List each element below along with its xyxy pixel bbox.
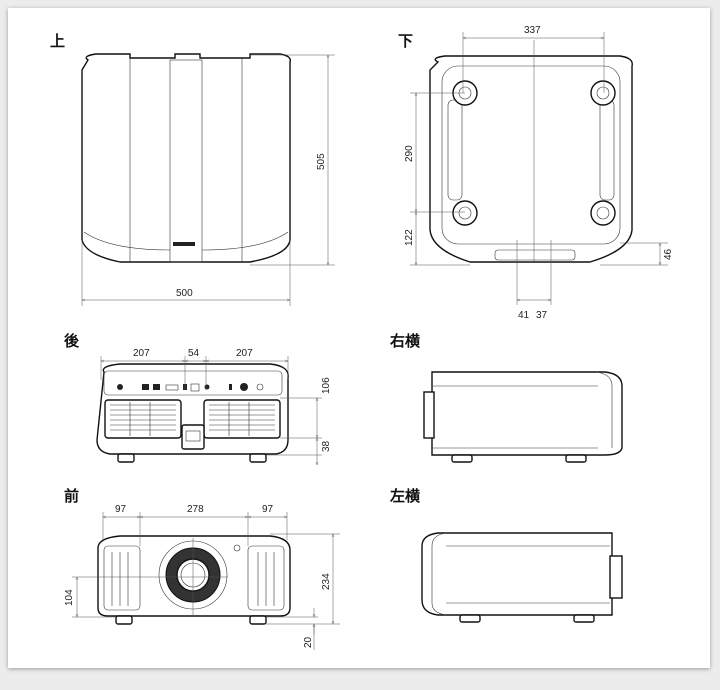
dim-front-lens: 278	[187, 504, 204, 515]
dim-front-lens-h: 104	[64, 589, 75, 606]
bottom-view: 337 290 122 46 41 37	[404, 25, 674, 321]
dim-bottom-offset-b: 37	[536, 310, 548, 321]
view-label-left: 左横	[389, 487, 421, 505]
view-label-rear: 後	[63, 332, 80, 350]
dim-bottom-offset-a: 41	[518, 310, 530, 321]
view-label-front: 前	[64, 487, 79, 505]
dim-rear-panel-h: 106	[321, 377, 332, 394]
foot-icon	[590, 200, 616, 226]
dim-front-right: 97	[262, 504, 274, 515]
dim-top-depth: 505	[316, 153, 327, 170]
dim-bottom-feet-depth: 290	[404, 145, 415, 162]
foot-icon	[452, 200, 478, 226]
front-view: 97 278 97 104 234 20	[64, 504, 340, 650]
rear-view: 207 54 207 106 38	[96, 348, 332, 465]
dim-front-foot-h: 20	[303, 636, 314, 648]
dim-bottom-feet-span: 337	[524, 25, 541, 36]
vent-left-icon	[104, 399, 182, 439]
left-side-view	[421, 532, 623, 623]
dim-bottom-rear-offset: 122	[404, 229, 415, 246]
view-label-bottom: 下	[398, 32, 413, 50]
dim-front-left: 97	[115, 504, 127, 515]
dim-bottom-step: 46	[663, 248, 674, 260]
foot-icon	[590, 80, 616, 106]
vent-right-icon	[203, 399, 281, 439]
dim-rear-base-h: 38	[321, 440, 332, 452]
dim-rear-center: 54	[188, 348, 200, 359]
dim-rear-right: 207	[236, 348, 253, 359]
dim-top-width: 500	[176, 288, 193, 299]
power-inlet-icon	[181, 424, 205, 450]
view-label-right: 右横	[390, 332, 421, 350]
top-view: 505 500	[81, 53, 335, 306]
right-side-view	[423, 371, 623, 463]
dim-rear-left: 207	[133, 348, 150, 359]
view-label-top: 上	[50, 32, 65, 50]
dim-front-height: 234	[321, 573, 332, 590]
